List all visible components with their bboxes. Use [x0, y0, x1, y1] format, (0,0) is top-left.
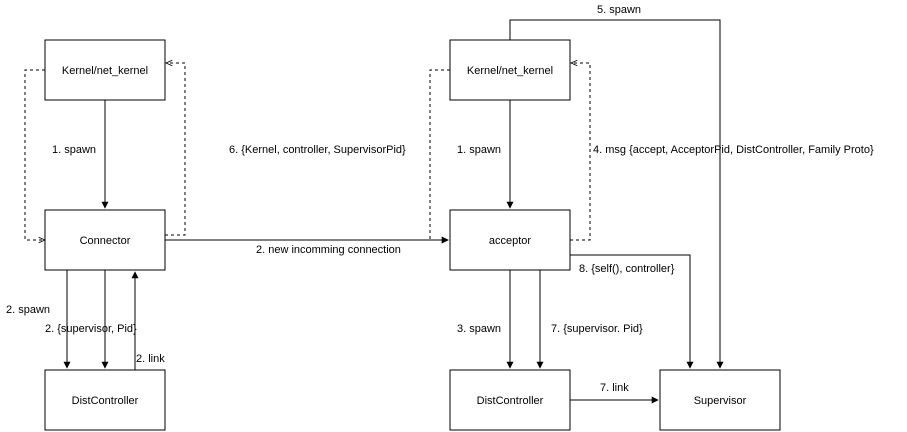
label-new-connection: 2. new incomming connection: [256, 244, 401, 256]
edge-connector-left-kernel-dashed: [165, 63, 186, 236]
node-connector-label: Connector: [80, 235, 131, 247]
label-connector-supervisor-pid: 2. {supervisor, Pid}: [45, 323, 137, 335]
label-left-link: 2. link: [136, 353, 165, 365]
node-acceptor[interactable]: acceptor: [449, 209, 571, 271]
node-right-distcontroller-label: DistController: [477, 395, 544, 407]
node-right-kernel-label: Kernel/net_kernel: [467, 65, 553, 77]
label-kernel-info: 6. {Kernel, controller, SupervisorPid}: [229, 144, 406, 156]
node-left-distcontroller[interactable]: DistController: [44, 369, 166, 431]
edge-self-controller: [570, 254, 694, 369]
edge-acceptor-right-kernel-dashed: [570, 63, 591, 241]
label-acceptor-supervisor-pid: 7. {supervisor. Pid}: [551, 323, 643, 335]
node-left-distcontroller-label: DistController: [72, 395, 139, 407]
edge-right-kernel-acceptor-dashed: [429, 69, 450, 240]
node-left-kernel-label: Kernel/net_kernel: [62, 65, 148, 77]
node-acceptor-label: acceptor: [489, 235, 532, 247]
edge-kernel-spawn-supervisor: [509, 19, 724, 369]
node-supervisor[interactable]: Supervisor: [659, 369, 781, 431]
node-left-kernel[interactable]: Kernel/net_kernel: [44, 39, 166, 101]
label-left-spawn: 1. spawn: [52, 144, 96, 156]
label-kernel-spawn-supervisor: 5. spawn: [597, 4, 641, 16]
label-acceptor-spawn: 3. spawn: [457, 323, 501, 335]
node-right-distcontroller[interactable]: DistController: [449, 369, 571, 431]
label-right-spawn: 1. spawn: [457, 144, 501, 156]
edge-left-kernel-connector-dashed: [24, 69, 45, 240]
label-self-controller: 8. {self(), controller}: [579, 263, 675, 275]
node-connector[interactable]: Connector: [44, 209, 166, 271]
label-connector-spawn: 2. spawn: [6, 304, 50, 316]
node-supervisor-label: Supervisor: [694, 395, 747, 407]
label-accept-msg: 4. msg {accept, AcceptorPid, DistControl…: [593, 144, 874, 156]
node-right-kernel[interactable]: Kernel/net_kernel: [449, 39, 571, 101]
label-right-link: 7. link: [600, 382, 629, 394]
